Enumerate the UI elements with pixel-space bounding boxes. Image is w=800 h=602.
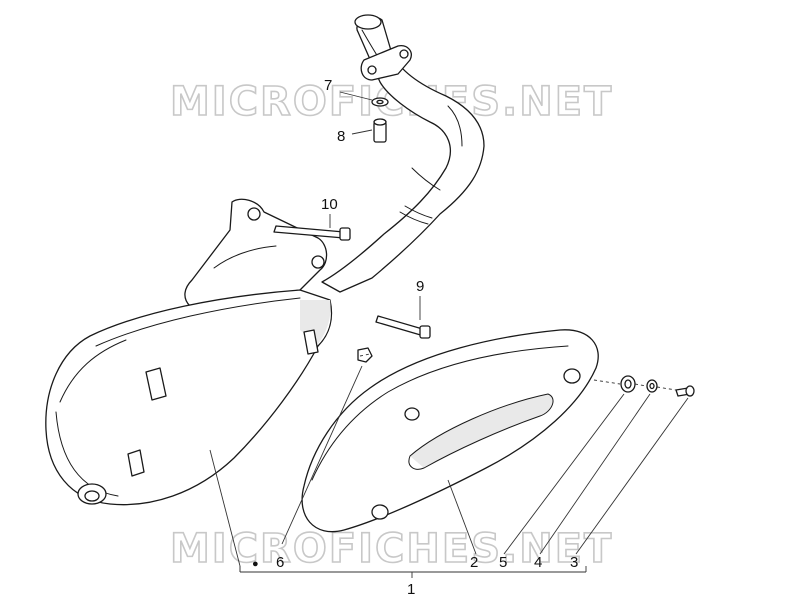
muffler-body — [45, 289, 333, 506]
watermark-bottom: MICROFICHES.NET — [170, 526, 613, 572]
muffler-mounting-bracket — [184, 198, 328, 307]
callout-1: 1 — [407, 581, 415, 598]
nut-part-6 — [357, 347, 373, 363]
washer-part-4 — [646, 379, 658, 393]
callout-7: 7 — [324, 77, 332, 94]
bolt-part-10 — [273, 225, 351, 241]
heat-shield — [301, 329, 599, 533]
washer-part-7 — [371, 97, 389, 107]
callout-8: 8 — [337, 128, 345, 145]
leader-lines — [209, 91, 689, 578]
callout-4: 4 — [534, 554, 542, 571]
marker-dot: ● — [252, 558, 259, 570]
spacer-part-8 — [373, 118, 387, 143]
callout-2: 2 — [470, 554, 478, 571]
callout-9: 9 — [416, 278, 424, 295]
exhaust-header-pipe — [321, 16, 485, 293]
grommet-part-5 — [620, 375, 636, 393]
callout-5: 5 — [499, 554, 507, 571]
bolt-part-9 — [375, 315, 431, 339]
callout-3: 3 — [570, 554, 578, 571]
exhaust-flange — [354, 14, 412, 81]
callout-10: 10 — [321, 196, 338, 213]
screw-part-3 — [675, 385, 695, 397]
callout-6: 6 — [276, 554, 284, 571]
